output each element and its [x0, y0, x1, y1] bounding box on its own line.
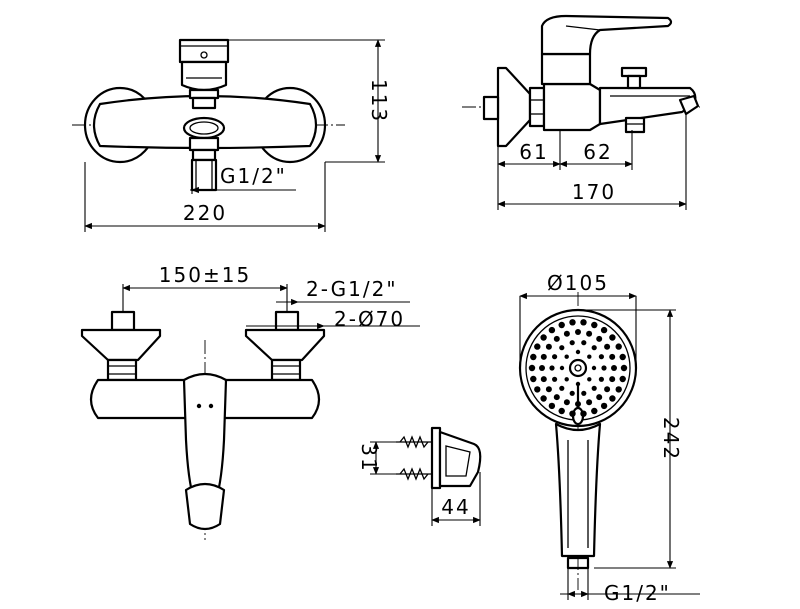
shower-thread-label: G1/2" — [604, 581, 671, 605]
nozzle-dot — [569, 410, 576, 417]
nozzle-dot — [591, 407, 598, 415]
nozzle-dot — [598, 354, 605, 360]
nozzle-dot — [580, 410, 587, 417]
nozzle-dot — [609, 395, 616, 402]
nozzle-dot — [553, 335, 560, 342]
holder-dimensions: 31 44 — [357, 441, 481, 526]
nozzle-dot — [534, 343, 541, 350]
side-left-label: 61 — [519, 140, 548, 164]
nozzle-dot — [530, 353, 537, 361]
nozzle-dot — [569, 319, 576, 326]
rear-spacing-label: 150±15 — [159, 263, 251, 287]
side-view-outline — [462, 14, 700, 148]
nozzle-dot — [604, 343, 611, 350]
rear-view-outline — [80, 310, 326, 540]
nozzle-dot — [575, 329, 581, 335]
side-view: 61 62 170 — [462, 14, 700, 210]
front-dimensions: 220 113 G1/2" — [84, 39, 391, 232]
nozzle-dot — [619, 375, 626, 383]
nozzle-dot — [609, 376, 616, 383]
nozzle-dot — [530, 375, 537, 383]
nozzle-dot — [587, 377, 592, 382]
nozzle-dot — [564, 377, 569, 382]
nozzle-dot — [609, 334, 616, 341]
shower-view: Ø105 242 G1/2" — [518, 271, 700, 605]
nozzle-dot — [569, 390, 575, 396]
nozzle-dot — [559, 385, 565, 391]
nozzle-dot — [563, 330, 570, 337]
nozzle-dot — [575, 349, 581, 355]
nozzle-dot — [559, 345, 565, 351]
front-width-label: 220 — [183, 201, 227, 225]
nozzle-dot — [559, 365, 565, 371]
nozzle-dot — [596, 394, 603, 401]
nozzle-dot — [534, 386, 541, 393]
nozzle-dot — [575, 381, 581, 387]
nozzle-dot — [586, 399, 593, 406]
nozzle-dot — [548, 402, 556, 410]
shower-nozzles — [528, 319, 628, 417]
holder-height-label: 31 — [357, 443, 381, 472]
nozzle-dot — [604, 386, 611, 393]
front-height-label: 113 — [367, 79, 391, 123]
nozzle-dot — [558, 407, 565, 415]
nozzle-dot — [591, 345, 597, 351]
holder-depth-label: 44 — [441, 495, 470, 519]
front-view-outline — [72, 38, 345, 192]
nozzle-dot — [600, 402, 608, 410]
rear-flange-label: 2-Ø70 — [334, 307, 405, 331]
rear-dimensions: 150±15 2-G1/2" 2-Ø70 — [122, 263, 420, 331]
nozzle-dot — [581, 390, 587, 396]
nozzle-dot — [600, 326, 608, 334]
nozzle-dot — [540, 353, 547, 360]
nozzle-dot — [548, 326, 556, 334]
nozzle-dot — [591, 321, 598, 329]
nozzle-dot — [615, 386, 622, 393]
shower-dimensions: Ø105 242 G1/2" — [519, 271, 700, 605]
side-total-label: 170 — [572, 180, 616, 204]
shower-outline — [518, 292, 638, 590]
nozzle-dot — [540, 395, 547, 402]
nozzle-dot — [553, 394, 560, 401]
front-thread-label: G1/2" — [220, 164, 287, 188]
nozzle-dot — [545, 386, 552, 393]
nozzle-dot — [552, 376, 558, 382]
nozzle-dot — [591, 365, 597, 371]
nozzle-dot — [564, 354, 569, 359]
nozzle-dot — [539, 365, 545, 371]
nozzle-dot — [581, 340, 587, 346]
nozzle-dot — [619, 353, 626, 361]
nozzle-dot — [540, 376, 547, 383]
nozzle-dot — [615, 343, 622, 350]
nozzle-dot — [609, 353, 616, 360]
side-right-label: 62 — [583, 140, 612, 164]
nozzle-dot — [596, 335, 603, 342]
rear-view: 150±15 2-G1/2" 2-Ø70 — [80, 263, 420, 540]
nozzle-dot — [587, 354, 592, 359]
nozzle-dot — [580, 319, 587, 326]
nozzle-dot — [528, 364, 536, 372]
holder-outline — [396, 426, 482, 490]
front-view: 220 113 G1/2" — [72, 38, 391, 232]
side-dimensions: 61 62 170 — [497, 114, 687, 210]
holder-view: 31 44 — [357, 426, 482, 526]
nozzle-dot — [598, 376, 605, 382]
rear-thread-label: 2-G1/2" — [306, 277, 398, 301]
nozzle-dot — [591, 385, 597, 391]
nozzle-dot — [552, 354, 558, 360]
nozzle-dot — [620, 364, 628, 372]
nozzle-dot — [540, 334, 547, 341]
shower-length-label: 242 — [659, 417, 683, 461]
nozzle-dot — [549, 365, 555, 371]
nozzle-dot — [563, 399, 570, 406]
nozzle-dot — [611, 365, 617, 371]
nozzle-dot — [545, 343, 552, 350]
nozzle-dot — [558, 321, 565, 329]
shower-diameter-label: Ø105 — [547, 271, 609, 295]
nozzle-dot — [575, 401, 581, 407]
nozzle-dot — [601, 365, 607, 371]
nozzle-dot — [586, 330, 593, 337]
nozzle-dot — [569, 340, 575, 346]
